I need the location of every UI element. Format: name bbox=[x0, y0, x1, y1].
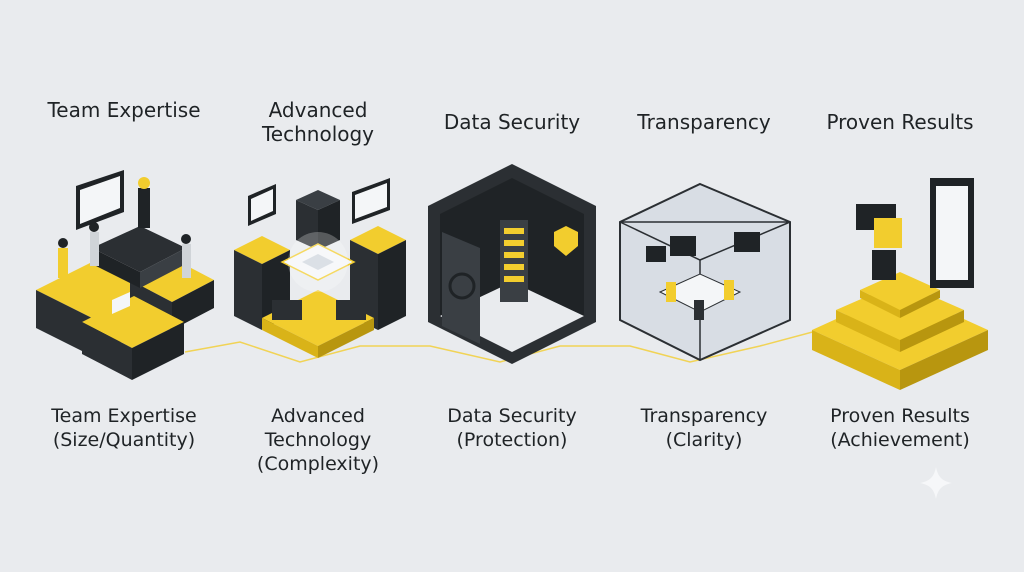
caption-line: Proven Results bbox=[830, 405, 970, 427]
pillar-caption-team-expertise: Team Expertise (Size/Quantity) bbox=[22, 404, 226, 452]
caption-line: (Size/Quantity) bbox=[52, 429, 196, 451]
pillar-caption-proven-results: Proven Results (Achievement) bbox=[798, 404, 1002, 452]
title-line: Advanced bbox=[268, 98, 368, 122]
team-office-icon bbox=[36, 170, 214, 380]
pillar-caption-advanced-technology: Advanced Technology (Complexity) bbox=[216, 404, 420, 476]
pillar-title-transparency: Transparency bbox=[602, 110, 806, 134]
trophy-podium-icon bbox=[812, 178, 988, 390]
caption-line: Advanced bbox=[271, 405, 365, 427]
title-line: Proven Results bbox=[826, 110, 974, 134]
caption-line: (Clarity) bbox=[665, 429, 743, 451]
sparkle-icon bbox=[920, 467, 952, 499]
pillar-title-team-expertise: Team Expertise bbox=[22, 98, 226, 122]
pillar-caption-data-security: Data Security (Protection) bbox=[410, 404, 614, 452]
pillar-caption-transparency: Transparency (Clarity) bbox=[602, 404, 806, 452]
title-line: Transparency bbox=[637, 110, 771, 134]
caption-line: Data Security bbox=[447, 405, 577, 427]
caption-line: (Achievement) bbox=[830, 429, 970, 451]
caption-line: (Protection) bbox=[456, 429, 568, 451]
chip-server-icon bbox=[234, 178, 406, 358]
glass-room-icon bbox=[619, 182, 791, 362]
caption-line: Technology bbox=[264, 429, 372, 451]
title-line: Data Security bbox=[443, 110, 581, 134]
caption-line: Team Expertise bbox=[51, 405, 197, 427]
caption-line: Transparency bbox=[640, 405, 768, 427]
vault-shield-icon bbox=[428, 164, 596, 364]
caption-line: (Complexity) bbox=[256, 453, 380, 475]
pillar-title-data-security: Data Security bbox=[410, 110, 614, 134]
connector-line bbox=[184, 329, 821, 363]
pillar-title-proven-results: Proven Results bbox=[798, 110, 1002, 134]
title-line: Technology bbox=[261, 122, 375, 146]
title-line: Team Expertise bbox=[47, 98, 201, 122]
pillar-title-advanced-technology: Advanced Technology bbox=[216, 98, 420, 146]
